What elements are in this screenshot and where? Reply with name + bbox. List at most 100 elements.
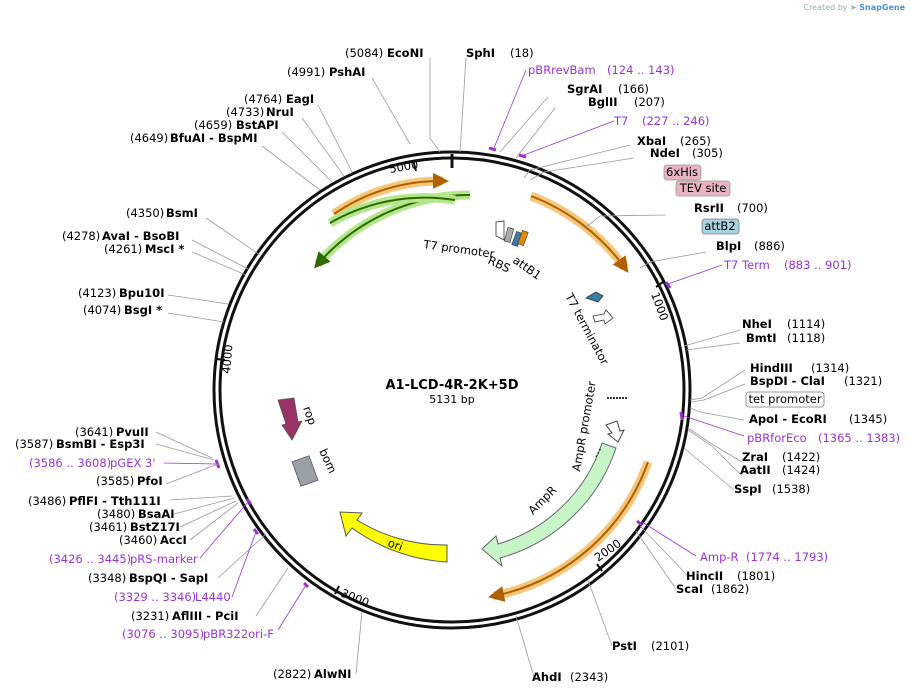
t7-terminator-outline [592,309,614,325]
primer-range-t7term: (883 .. 901) [784,258,852,272]
primer-name-pbrrevbam: pBRrevBam [528,63,596,77]
site-name-zrai: ZraI [742,450,768,464]
orf-arc-right [530,195,629,273]
site-pos-bsaai: (3480) [97,507,135,521]
primer-range-l4440: (3329 .. 3346) [114,590,196,604]
orf-arc-bottom [488,461,649,602]
site-name-rsrii: RsrII [694,201,724,215]
site-pos-ndei: (305) [692,146,723,160]
site-pos-blpi: (886) [754,239,785,253]
primer-range-pbrforeco: (1365 .. 1383) [818,431,900,445]
site-pos-pfoi: (3585) [96,474,134,488]
site-name-blpi: BlpI [716,239,741,253]
site-pos-bspdi: (1321) [844,374,882,388]
site-name-apoi: ApoI - EcoRI [749,412,827,426]
site-pos-avai: (4278) [62,229,100,243]
site-name-bfuai: BfuAI - BspMI [170,131,257,145]
site-name-bstapi: BstAPI [236,118,279,132]
site-pos-alwni: (2822) [273,667,311,681]
site-name-bglii: BglII [588,95,618,109]
primer-labels: pBRrevBam (124 .. 143) T7 (227 .. 246) T… [29,63,900,641]
site-name-bsmbi: BsmBI - Esp3I [56,437,145,451]
snapgene-credit: Created by ➤ SnapGene [803,3,905,12]
site-pos-xbai: (265) [680,134,711,148]
t7-terminator-shape [585,291,604,303]
site-pos-scai: (1862) [711,582,749,596]
t7-cluster [495,220,529,247]
site-name-afliii: AflIII - PciI [172,609,239,623]
site-name-xbai: XbaI [637,134,666,148]
primer-name-pbr322orif: pBR322ori-F [203,627,274,641]
site-name-sgrai: SgrAI [567,82,602,96]
backbone-outer [212,150,692,630]
site-name-msci: MscI * [145,242,184,256]
credit-prefix: Created by [803,3,848,12]
primer-name-pgex3: pGEX 3' [110,456,156,470]
site-pos-rsrii: (700) [737,201,768,215]
site-name-bspdi: BspDI - ClaI [750,374,825,388]
site-name-eagi: EagI [286,92,314,106]
primer-range-pbr322orif: (3076 .. 3095) [122,627,204,641]
site-pos-aatii: (1424) [782,463,820,477]
site-pos-hincii: (1801) [737,569,775,583]
feature-ampr-label: AmpR [525,483,559,517]
feature-box-6xhis: 6xHis [666,165,698,179]
tick-label-1000: 1000 [648,290,671,322]
ori-arrow [339,511,448,563]
site-pos-ahdi: (2343) [570,670,608,684]
site-name-ahdi: AhdI [532,670,562,684]
tet-promoter-box [745,391,825,408]
site-name-avai: AvaI - BsoBI [102,229,179,243]
plasmid-name: A1-LCD-4R-2K+5D [385,378,518,393]
site-name-bsgi: BsgI * [124,303,162,317]
primer-range-t7: (227 .. 246) [642,114,710,128]
feature-t7-promoter-label: T7 promoter [422,237,496,261]
ampr-arrow [481,442,617,568]
primer-name-t7term: T7 Term [723,258,770,272]
site-name-bsaai: BsaAI [138,507,175,521]
site-name-psti: PstI [612,639,637,653]
feature-box-attb2: attB2 [704,219,735,233]
site-name-alwni: AlwNI [314,667,351,681]
site-name-nrui: NruI [266,105,294,119]
tev-box [675,180,731,197]
site-name-bstz17i: BstZ17I [130,520,180,534]
feature-ori-label: ori [386,536,405,554]
site-pos-bglii: (207) [634,95,665,109]
site-name-nhei: NheI [742,317,772,331]
site-name-bsmi: BsmI [166,206,198,220]
leader-lines [155,57,746,678]
site-name-ndei: NdeI [650,146,680,160]
site-pos-zrai: (1422) [782,450,820,464]
primer-range-ampr: (1774 .. 1793) [746,550,828,564]
primer-range-pgex3: (3586 .. 3608) [29,456,111,470]
site-name-pvuii: PvuII [116,425,149,439]
site-pos-afliii: (3231) [131,609,169,623]
feature-t7-terminator-label: T7 terminator [562,290,612,368]
site-name-scai: ScaI [676,582,703,596]
site-pos-bstz17i: (3461) [89,520,127,534]
site-pos-hindiii: (1314) [811,361,849,375]
site-name-acci: AccI [160,533,187,547]
primer-leader-lines [163,69,745,631]
his-box [663,164,702,181]
primer-range-pbrrevbam: (124 .. 143) [607,63,675,77]
site-pos-nhei: (1114) [787,317,825,331]
feature-rop-label: rop [300,404,320,426]
site-pos-sspi: (1538) [772,482,810,496]
feature-attb1-label: attB1 [510,253,544,282]
plasmid-size: 5131 bp [429,393,474,406]
site-name-sphi: SphI [466,46,495,60]
site-pos-bspqi: (3348) [88,571,126,585]
site-name-econi: EcoNI [387,46,423,60]
site-name-aatii: AatII [740,463,771,477]
site-pos-nrui: (4733) [226,105,264,119]
site-name-bmti: BmtI [746,331,777,345]
scale-ticks [216,159,664,595]
primer-range-prsmarker: (3426 .. 3445) [49,552,131,566]
site-pos-pvuii: (3641) [75,425,113,439]
site-pos-psti: (2101) [651,639,689,653]
site-pos-eagi: (4764) [244,92,282,106]
site-pos-econi: (5084) [345,46,383,60]
